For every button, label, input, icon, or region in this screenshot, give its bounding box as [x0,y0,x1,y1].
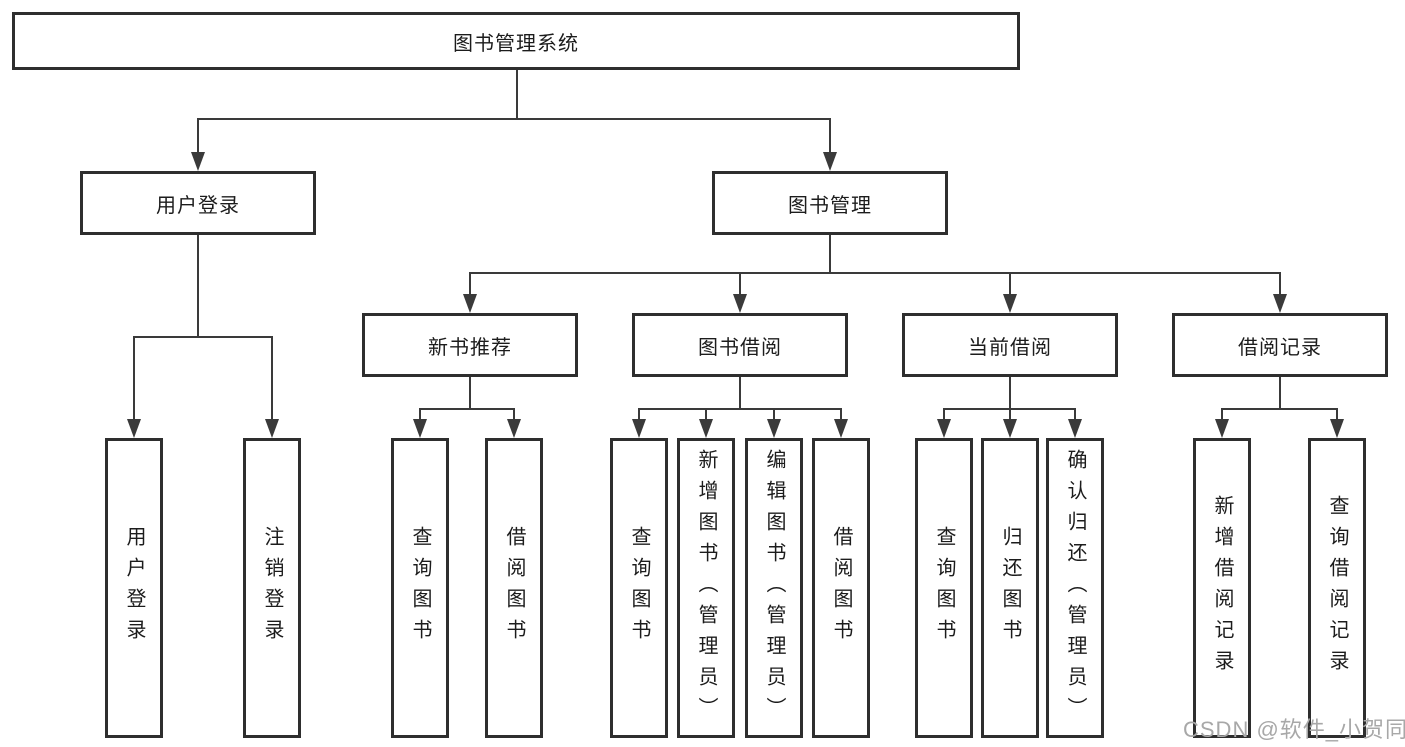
edge-stem-leaf-user-login [133,336,135,420]
node-current-borrow-label: 当前借阅 [968,336,1052,359]
node-leaf-return-book-label: 归还图书 [999,526,1021,650]
edge-new-book-branch [419,408,515,410]
node-leaf-user-login: 用户登录 [105,438,163,738]
edge-current-borrow-down [1009,377,1011,410]
edge-level1-branch [197,118,831,120]
edge-arrowhead-down-icon [823,152,837,171]
edge-arrowhead-down-icon [507,419,521,438]
edge-stem-leaf [638,408,640,421]
edge-stem-book-management [829,118,831,153]
edge-arrowhead-down-icon [733,294,747,313]
edge-book-borrow-down [739,377,741,410]
node-leaf-add-book-admin-label: 新增图书（管理员） [695,448,717,728]
node-leaf-query-books-borrow: 查询图书 [610,438,668,738]
edge-borrow-records-branch [1221,408,1338,410]
edge-root-stem [516,70,518,119]
node-book-borrow-label: 图书借阅 [698,336,782,359]
edge-level2-branch [469,272,1281,274]
node-leaf-borrow-books-recommend-label: 借阅图书 [503,526,525,650]
edge-book-borrow-branch [638,408,842,410]
edge-borrow-records-down [1279,377,1281,410]
edge-arrowhead-down-icon [1003,419,1017,438]
node-book-management: 图书管理 [712,171,948,235]
node-user-login-label: 用户登录 [156,194,240,217]
node-new-book-recommend: 新书推荐 [362,313,578,377]
edge-stem-leaf [1074,408,1076,421]
edge-stem-leaf [705,408,707,421]
node-book-management-label: 图书管理 [788,194,872,217]
node-new-book-recommend-label: 新书推荐 [428,336,512,359]
node-leaf-query-books-current-label: 查询图书 [933,526,955,650]
edge-arrowhead-down-icon [463,294,477,313]
edge-stem-leaf [513,408,515,421]
edge-stem-leaf [419,408,421,421]
edge-arrowhead-down-icon [265,419,279,438]
edge-arrowhead-down-icon [127,419,141,438]
edge-stem-user-login [197,118,199,153]
node-current-borrow: 当前借阅 [902,313,1118,377]
node-leaf-return-book: 归还图书 [981,438,1039,738]
node-leaf-edit-book-admin: 编辑图书（管理员） [745,438,803,738]
node-leaf-borrow-books-recommend: 借阅图书 [485,438,543,738]
node-leaf-logout: 注销登录 [243,438,301,738]
node-leaf-query-borrow-record-label: 查询借阅记录 [1326,495,1348,681]
edge-stem-current-borrow [1009,272,1011,295]
node-leaf-borrow-books-label: 借阅图书 [830,526,852,650]
edge-arrowhead-down-icon [191,152,205,171]
edge-arrowhead-down-icon [834,419,848,438]
edge-stem-borrow-records [1279,272,1281,295]
edge-stem-leaf-logout [271,336,273,420]
edge-stem-leaf [1336,408,1338,421]
edge-arrowhead-down-icon [767,419,781,438]
node-leaf-query-borrow-record: 查询借阅记录 [1308,438,1366,738]
csdn-watermark: CSDN @软件_小贺同学 [1183,717,1405,742]
edge-arrowhead-down-icon [1273,294,1287,313]
node-root-label: 图书管理系统 [453,32,579,55]
edge-stem-book-borrow [739,272,741,295]
node-leaf-confirm-return-admin: 确认归还（管理员） [1046,438,1104,738]
edge-arrowhead-down-icon [937,419,951,438]
node-leaf-add-borrow-record: 新增借阅记录 [1193,438,1251,738]
edge-book-management-down [829,235,831,273]
edge-arrowhead-down-icon [413,419,427,438]
node-leaf-query-books-current: 查询图书 [915,438,973,738]
edge-stem-new-book [469,272,471,295]
node-leaf-edit-book-admin-label: 编辑图书（管理员） [763,448,785,728]
node-leaf-logout-label: 注销登录 [261,526,283,650]
node-borrow-records-label: 借阅记录 [1238,336,1322,359]
node-root: 图书管理系统 [12,12,1020,70]
node-leaf-query-books-recommend: 查询图书 [391,438,449,738]
node-leaf-user-login-label: 用户登录 [123,526,145,650]
edge-stem-leaf [840,408,842,421]
node-user-login: 用户登录 [80,171,316,235]
node-leaf-add-borrow-record-label: 新增借阅记录 [1211,495,1233,681]
edge-user-login-down [197,235,199,337]
edge-user-login-branch [133,336,273,338]
node-leaf-query-books-borrow-label: 查询图书 [628,526,650,650]
node-leaf-confirm-return-admin-label: 确认归还（管理员） [1064,448,1086,728]
edge-arrowhead-down-icon [1215,419,1229,438]
node-book-borrow: 图书借阅 [632,313,848,377]
edge-arrowhead-down-icon [699,419,713,438]
edge-stem-leaf [943,408,945,421]
node-borrow-records: 借阅记录 [1172,313,1388,377]
edge-arrowhead-down-icon [632,419,646,438]
edge-stem-leaf [1009,408,1011,421]
edge-new-book-down [469,377,471,410]
edge-stem-leaf [1221,408,1223,421]
edge-arrowhead-down-icon [1003,294,1017,313]
edge-arrowhead-down-icon [1068,419,1082,438]
node-leaf-query-books-recommend-label: 查询图书 [409,526,431,650]
edge-stem-leaf [773,408,775,421]
edge-arrowhead-down-icon [1330,419,1344,438]
node-leaf-borrow-books: 借阅图书 [812,438,870,738]
node-leaf-add-book-admin: 新增图书（管理员） [677,438,735,738]
